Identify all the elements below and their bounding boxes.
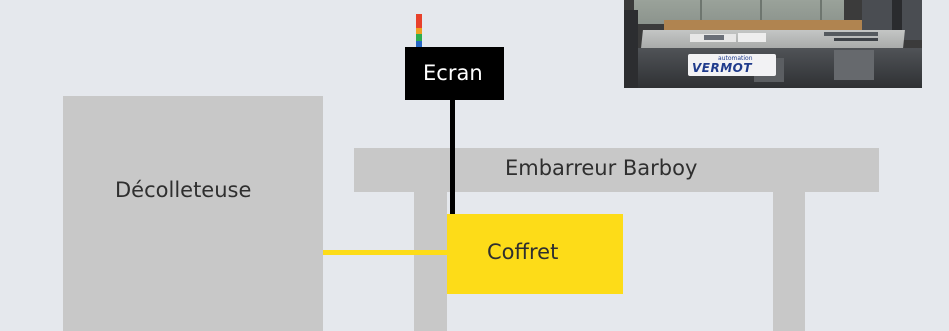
coffret-label: Coffret — [487, 240, 559, 264]
embarreur-bar: Embarreur Barboy — [354, 148, 879, 192]
embarreur-leg-left — [414, 192, 447, 331]
embarreur-leg-right — [773, 192, 805, 331]
decolleteuse-machine: Décolleteuse — [63, 96, 323, 331]
ecran-screen: Ecran — [405, 47, 504, 100]
cable-decolleteuse-coffret — [323, 250, 447, 255]
embarreur-label: Embarreur Barboy — [505, 156, 698, 180]
decolleteuse-label: Décolleteuse — [115, 178, 252, 202]
cable-ecran-coffret — [450, 100, 455, 215]
ecran-label: Ecran — [423, 61, 483, 85]
logo-small-text: automation — [718, 55, 753, 62]
logo-text: VERMOT — [692, 61, 753, 75]
coffret-box: Coffret — [447, 214, 623, 294]
status-light-indicator — [416, 14, 422, 47]
vermot-logo: automation VERMOT — [688, 54, 776, 76]
machine-photo: automation VERMOT — [624, 0, 922, 88]
